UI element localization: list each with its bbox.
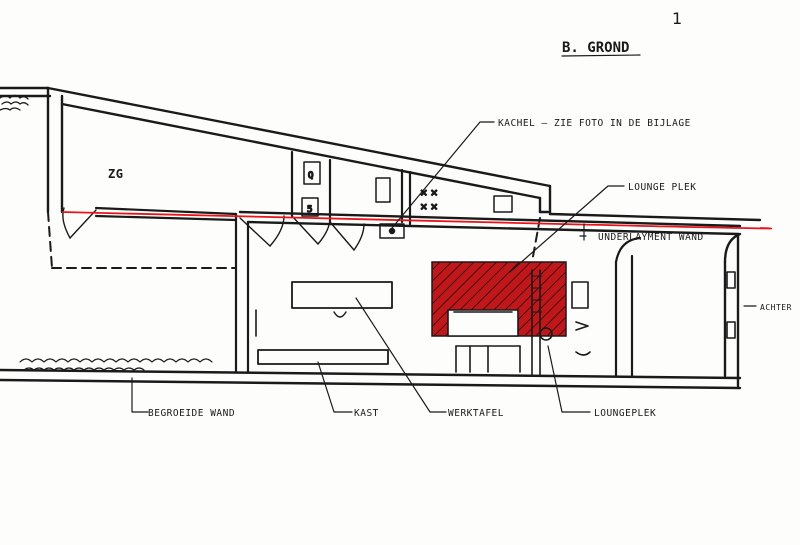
page-number: 1 <box>672 9 682 28</box>
green-wall-hedge <box>19 358 213 371</box>
kast-cabinet <box>257 349 389 365</box>
right-openings <box>726 271 736 339</box>
label-kast: KAST <box>354 408 379 419</box>
dashed-partition <box>47 211 541 269</box>
label-kachel: KACHEL — ZIE FOTO IN DE BIJLAGE <box>498 118 691 129</box>
svg-text:✕ ✕: ✕ ✕ <box>420 203 438 213</box>
label-underlayment-wand: UNDERLAYMENT WAND <box>598 232 704 243</box>
svg-text:Q: Q <box>308 171 313 181</box>
interior-walls <box>94 150 642 378</box>
underlayment-wall-red-line <box>61 211 773 230</box>
label-achter: ACHTER <box>760 303 792 312</box>
lounge-seating <box>447 269 591 377</box>
werktafel-table <box>291 281 393 309</box>
label-lounge-plek: LOUNGE PLEK <box>628 182 696 193</box>
doors <box>62 207 365 251</box>
svg-text:✕ ✕: ✕ ✕ <box>420 189 438 199</box>
hedge-top-left <box>0 94 29 111</box>
page-title: B. GROND <box>562 40 629 56</box>
room-label-zg: ZG <box>108 167 123 181</box>
title-underline <box>561 54 641 57</box>
label-werktafel: WERKTAFEL <box>448 408 504 419</box>
label-loungeplek: LOUNGEPLEK <box>594 408 656 419</box>
fixtures: Q 5 ✕ ✕ ✕ ✕ <box>301 161 513 239</box>
svg-text:5: 5 <box>307 205 312 215</box>
werktafel-chair <box>333 311 347 318</box>
leader-lines <box>131 121 757 413</box>
label-begroeide-wand: BEGROEIDE WAND <box>148 408 235 419</box>
